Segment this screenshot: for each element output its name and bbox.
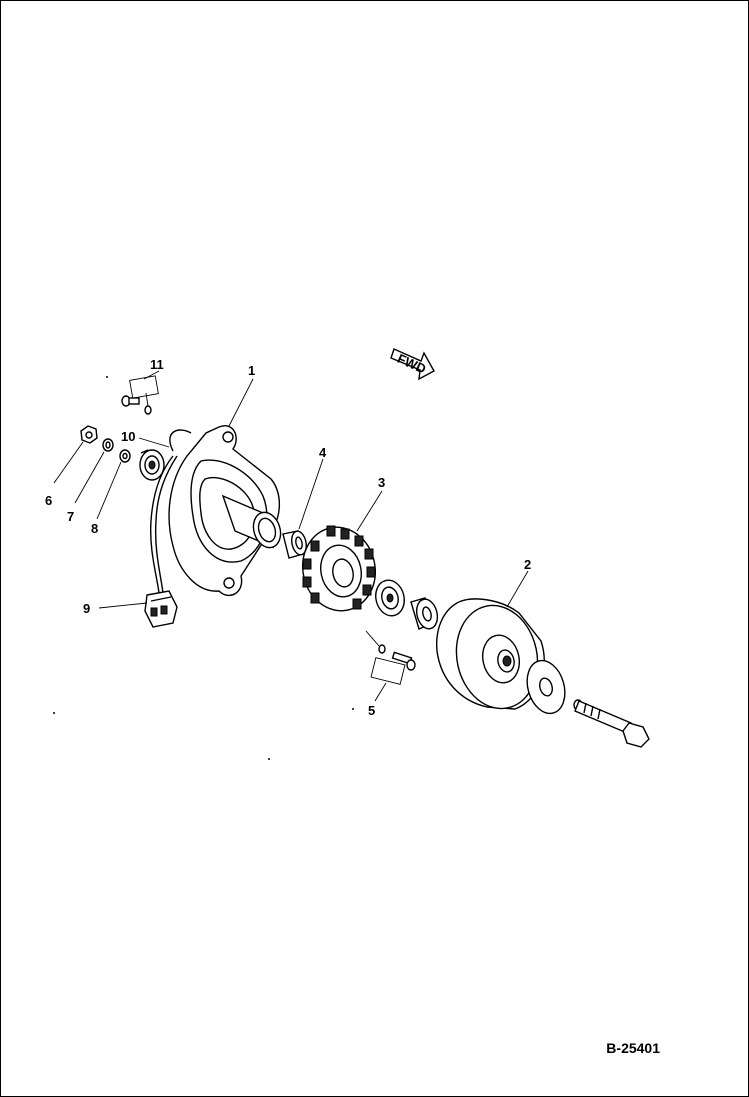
pulley-bolt — [573, 699, 650, 748]
callout-7: 7 — [67, 509, 74, 524]
fwd-arrow-icon: FWD — [390, 348, 435, 381]
callout-6: 6 — [45, 493, 52, 508]
callout-9: 9 — [83, 601, 90, 616]
part-9-connector — [144, 429, 192, 628]
part-5-bolt — [365, 630, 416, 685]
thrust-washer — [526, 659, 566, 715]
gear-bearing — [375, 579, 405, 617]
part-4-bushing — [282, 530, 307, 559]
part-8-washer — [119, 449, 131, 463]
callout-10: 10 — [121, 429, 135, 444]
callout-3: 3 — [378, 475, 385, 490]
callout-5: 5 — [368, 703, 375, 718]
part-11-bolt — [121, 375, 159, 415]
leader-lines — [53, 370, 529, 702]
part-6-nut — [80, 425, 98, 444]
part-2-pulley — [436, 598, 545, 710]
part-3-gear — [302, 525, 376, 612]
callout-1: 1 — [248, 363, 255, 378]
part-7-washer — [102, 438, 114, 452]
callout-4: 4 — [319, 445, 327, 460]
drawing-reference-code: B-25401 — [606, 1040, 660, 1056]
callout-11: 11 — [150, 357, 164, 372]
spacer — [410, 597, 439, 630]
part-10-bearing — [139, 449, 165, 481]
part-1-housing — [168, 425, 282, 596]
callout-2: 2 — [524, 557, 531, 572]
callout-8: 8 — [91, 521, 98, 536]
